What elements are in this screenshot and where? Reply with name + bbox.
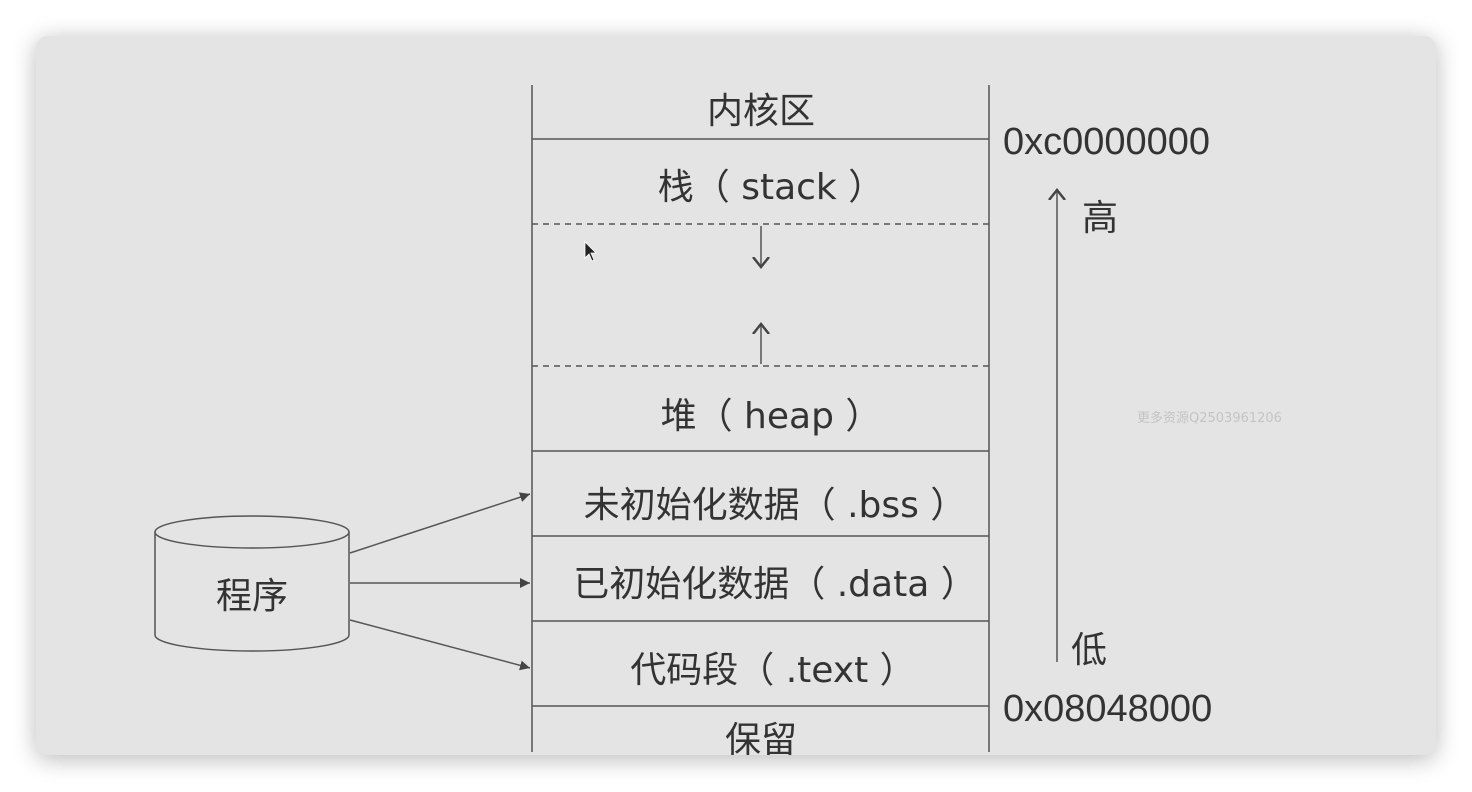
text-segment-label: 代码段（ .text ） bbox=[630, 650, 915, 691]
slide-window: 程序 内核区 栈（ stack ） 堆（ heap ） 未初始化数据（ .bss… bbox=[36, 36, 1436, 755]
memory-layout-diagram: 程序 内核区 栈（ stack ） 堆（ heap ） 未初始化数据（ .bss… bbox=[154, 85, 1282, 755]
mouse-cursor-icon bbox=[584, 241, 597, 262]
low-address-label: 0x08048000 bbox=[1003, 688, 1212, 730]
program-label: 程序 bbox=[216, 576, 288, 617]
data-segment-label: 已初始化数据（ .data ） bbox=[573, 564, 976, 605]
low-direction-label: 低 bbox=[1071, 630, 1107, 671]
program-cylinder: 程序 bbox=[154, 515, 350, 652]
kernel-segment-label: 内核区 bbox=[707, 91, 815, 132]
reserved-segment-label: 保留 bbox=[725, 720, 797, 755]
high-direction-label: 高 bbox=[1082, 198, 1118, 239]
watermark: 更多资源Q2503961206 bbox=[1137, 410, 1282, 426]
program-to-text-arrow bbox=[349, 619, 531, 671]
heap-segment-label: 堆（ heap ） bbox=[661, 396, 882, 437]
bss-segment-label: 未初始化数据（ .bss ） bbox=[584, 485, 967, 526]
stack-segment-label: 栈（ stack ） bbox=[658, 167, 884, 208]
high-address-label: 0xc0000000 bbox=[1003, 121, 1210, 163]
program-to-bss-arrow bbox=[349, 492, 531, 554]
